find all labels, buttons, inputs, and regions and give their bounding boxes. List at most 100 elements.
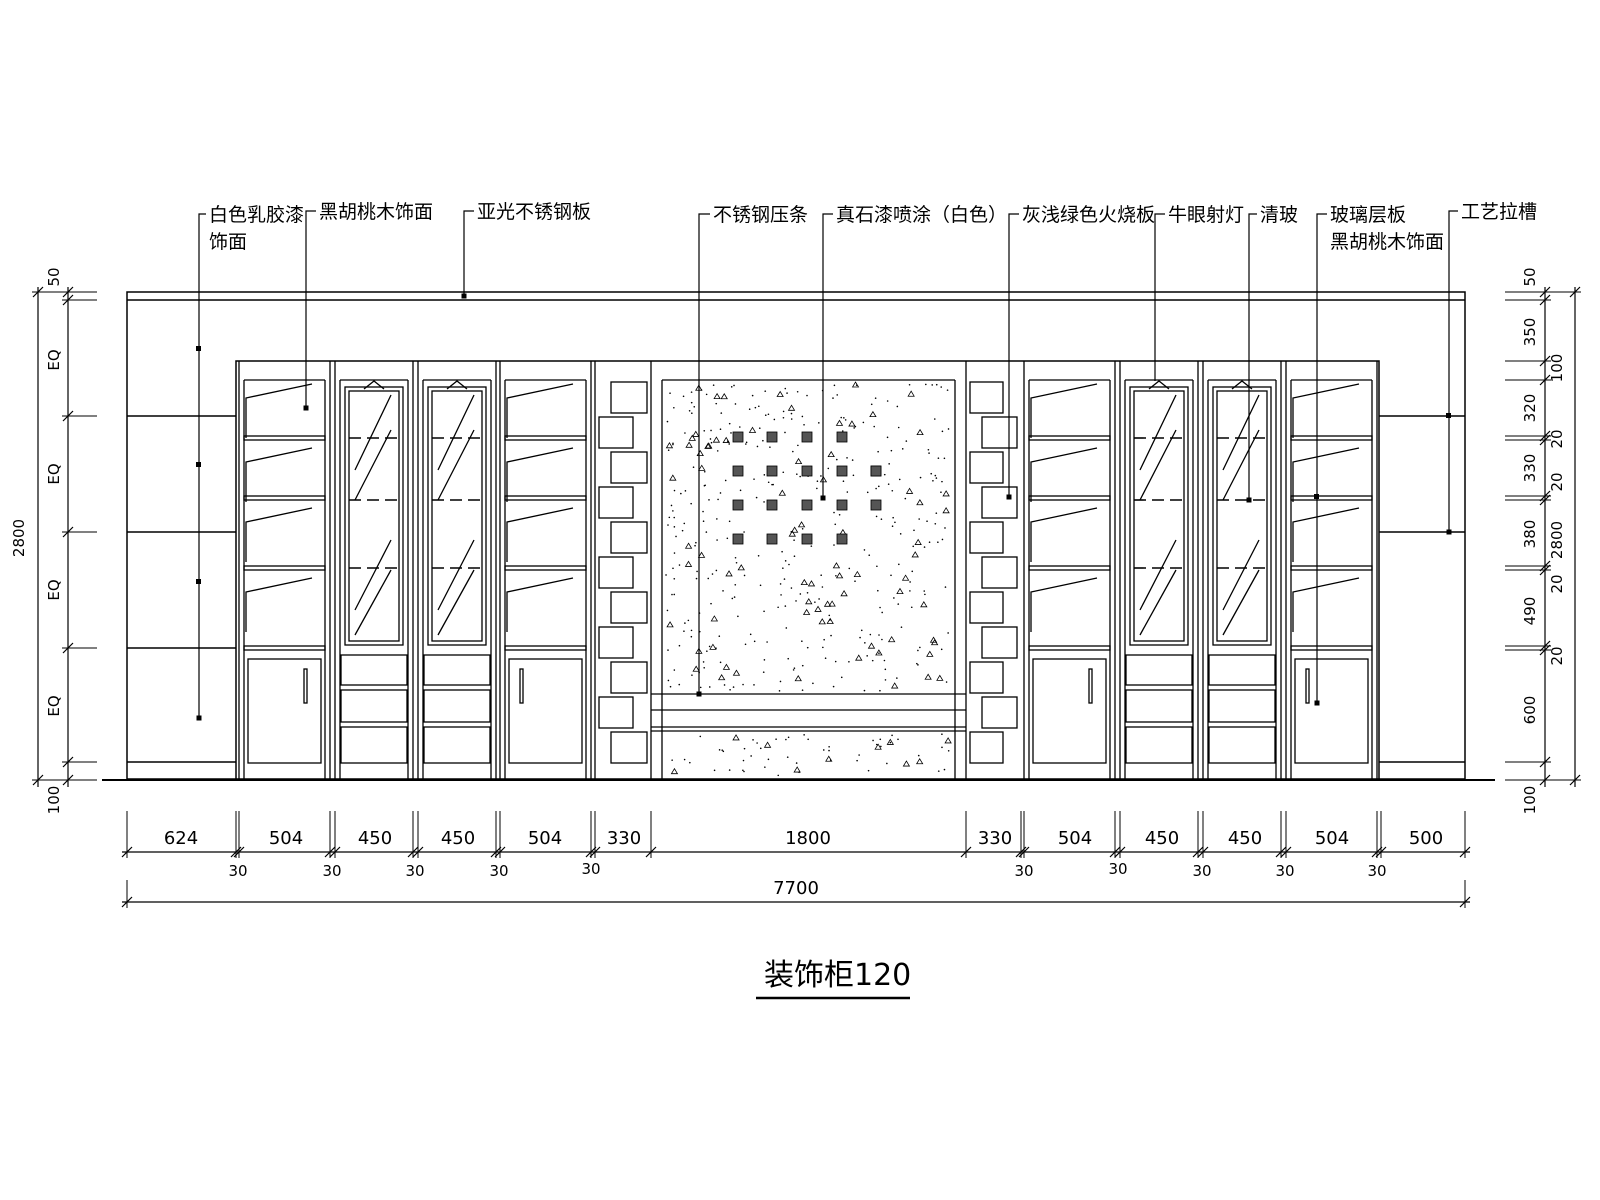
stone-speck-dot [828,749,830,752]
label-walnut-top: 黑胡桃木饰面 [319,201,433,223]
granite-brick [610,591,648,624]
stone-speck-dot [665,574,667,576]
stone-speck-dot [928,452,930,454]
stone-speck-dot [673,578,676,580]
stone-speck-dot [690,635,693,638]
stone-speck-dot [730,432,732,434]
stone-speck-triangle [823,600,832,607]
stone-speck-dot [940,386,943,388]
leader-granite [1008,213,1019,497]
stone-speck-dot [680,492,682,495]
stone-speck-dot [718,749,721,751]
stone-speck-dot [699,686,702,689]
spotlight-fixture [1148,380,1170,390]
stone-speck-dot [702,661,705,663]
stone-speck-dot [795,762,798,764]
stone-speck-dot [874,397,877,399]
stone-speck-dot [748,408,751,411]
stone-speck-dot [806,394,808,397]
glass-cabinet-R2 [1119,361,1199,779]
drawer-front [1208,689,1276,723]
stone-speck-triangle [867,642,876,649]
stone-speck-dot [941,746,943,749]
dim-right-seg-3: 380 [1521,520,1539,549]
stone-speck-dot [708,499,710,501]
stone-speck-dot [667,449,670,452]
stone-speck-dot [775,738,777,740]
stone-speck-dot [673,516,676,519]
stone-speck-dot [911,570,914,573]
granite-brick [598,696,634,729]
stone-speck-dot [755,496,758,499]
stone-speck-dot [842,480,845,483]
stone-speck-dot [816,487,818,490]
stone-speck-dot [924,593,926,596]
stone-speck-triangle [805,598,813,605]
granite-brick [981,696,1018,729]
stone-speck-dot [878,634,880,636]
glass-reflection [1139,394,1177,471]
stone-speck-dot [917,754,920,757]
stone-speck-dot [904,497,907,500]
stone-speck-dot [744,643,747,646]
dim-tick [1539,434,1551,446]
stone-speck-triangle [890,682,899,689]
dim-tick [62,294,74,306]
stone-speck-triangle [748,426,757,433]
stone-speck-dot [937,770,940,772]
stone-speck-dot [941,538,944,541]
stone-speck-dot [703,470,706,473]
stone-speck-dot [682,395,685,398]
stone-speck-dot [898,563,900,566]
stone-speck-triangle [915,757,924,765]
stone-speck-dot [781,550,783,553]
stone-speck-dot [777,606,779,609]
stone-speck-dot [816,480,819,483]
stone-speck-dot [730,386,733,388]
stone-speck-dot [690,502,692,505]
leader-stone-paint-dot [820,495,826,501]
stone-speck-dot [751,394,754,397]
stone-speck-dot [743,770,745,773]
dim-bottom-9: 450 [1145,828,1179,849]
stone-speck-dot [820,574,822,577]
stone-speck-dot [715,569,718,572]
stone-speck-dot [801,640,803,642]
dim-tick [1539,644,1551,656]
stone-speck-triangle [853,570,862,578]
glass-door-inner [1216,390,1268,642]
drawer-front [423,689,491,723]
stone-speck-dot [891,489,894,492]
stone-speck-dot [720,412,723,414]
stone-speck-dot [899,533,902,535]
stone-speck-dot [668,516,671,519]
stone-speck-dot [835,458,838,461]
stone-speck-triangle [725,570,733,577]
dim-tick [1539,564,1551,576]
stone-speck-dot [848,660,850,663]
stone-speck-dot [840,416,843,419]
stone-speck-dot [923,590,926,592]
stone-speck-dot [703,430,706,432]
stone-speck-dot [786,392,788,394]
drawer-front [340,726,408,764]
display-stand-line [1292,447,1360,502]
glass-shelf [243,435,326,441]
dim-gap-0: 30 [228,862,247,880]
drawer-front [1208,726,1276,764]
stone-speck-dot [708,645,711,648]
granite-brick [610,731,648,764]
decor-square [732,499,744,511]
stone-speck-dot [757,554,760,557]
glass-reflection [437,539,475,611]
stone-speck-dot [742,683,744,686]
stone-speck-dot [892,516,894,519]
dim-right-total: 2800 [1548,521,1566,559]
stone-speck-dot [873,425,876,428]
stone-speck-dot [943,768,946,771]
dim-right-gap-3: 20 [1548,574,1566,593]
stone-speck-dot [785,738,787,741]
stone-speck-dot [678,644,681,647]
shelf-cabinet-R4 [1285,361,1378,779]
stone-speck-dot [721,749,724,751]
